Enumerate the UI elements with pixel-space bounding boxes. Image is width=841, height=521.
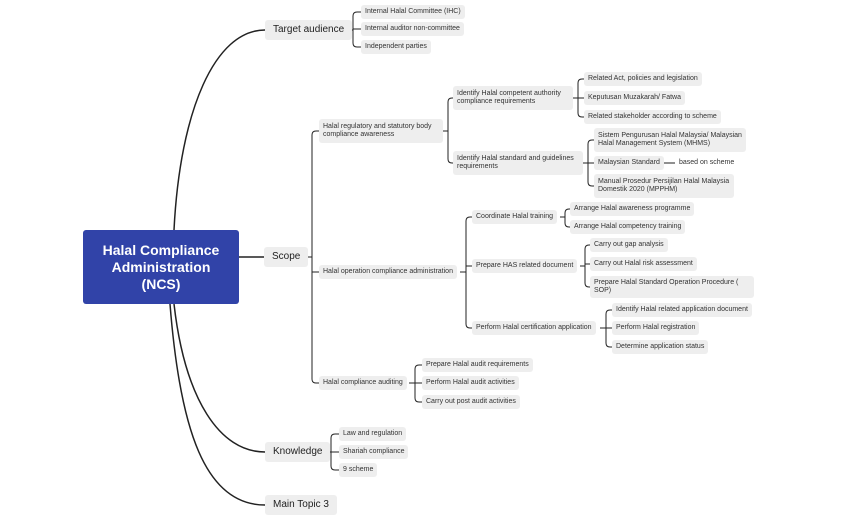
connector-standard-branch-2 [587,163,594,187]
subtopic-halal-registration[interactable]: Perform Halal registration [612,321,700,335]
connector-central-target [173,29,266,231]
subtopic-gap-analysis[interactable]: Carry out gap analysis [590,238,668,252]
subtopic-application-document[interactable]: Identify Halal related application docum… [612,303,752,317]
topic-knowledge[interactable]: Knowledge [265,442,331,462]
subtopic-risk-assessment[interactable]: Carry out Halal risk assessment [590,257,697,271]
subtopic-audit-activities[interactable]: Perform Halal audit activities [422,376,519,390]
subtopic-law-regulation[interactable]: Law and regulation [339,427,407,441]
topic-target-audience[interactable]: Target audience [265,20,353,40]
subtopic-compliance-auditing[interactable]: Halal compliance auditing [319,376,407,390]
connector-central-main3 [169,303,266,506]
subtopic-authority-requirements[interactable]: Identify Halal competent authority compl… [453,86,573,110]
connector-central-knowledge [173,303,266,453]
subtopic-operation-administration[interactable]: Halal operation compliance administratio… [319,265,457,279]
connector-target-branch-2 [352,30,361,48]
subtopic-mhms[interactable]: Sistem Pengurusan Halal Malaysia/ Malays… [594,128,746,152]
subtopic-internal-auditor[interactable]: Internal auditor non-committee [361,22,464,36]
connector-scope-branch-0 [311,130,319,257]
subtopic-prepare-has[interactable]: Prepare HAS related document [472,259,578,273]
connector-target-branch-0 [352,11,361,30]
subtopic-related-act[interactable]: Related Act, policies and legislation [584,72,702,86]
connector-cert-branch-0 [605,309,612,328]
subtopic-certification-application[interactable]: Perform Halal certification application [472,321,596,335]
topic-label: Target audience [273,24,345,35]
connector-auditing-branch-2 [414,383,422,403]
connector-knowledge-branch-2 [330,452,339,471]
subtopic-shariah-compliance[interactable]: Shariah compliance [339,445,409,459]
connector-training-branch-1 [564,217,570,228]
topic-label: Scope [272,251,301,262]
connector-regulatory-branch-0 [447,97,453,131]
connector-authority-branch-2 [577,98,584,118]
note-based-on-scheme: based on scheme [679,159,735,166]
connector-has-branch-0 [584,244,590,266]
subtopic-competency-training[interactable]: Arrange Halal competency training [570,220,686,234]
connector-scope-branch-2 [311,257,319,384]
connector-has-branch-2 [584,266,590,288]
subtopic-standard-requirements[interactable]: Identify Halal standard and guidelines r… [453,151,583,175]
subtopic-post-audit-activities[interactable]: Carry out post audit activities [422,395,520,409]
topic-scope[interactable]: Scope [264,247,309,267]
subtopic-application-status[interactable]: Determine application status [612,340,709,354]
connector-knowledge-branch-0 [330,433,339,452]
topic-label: Main Topic 3 [273,499,329,510]
subtopic-coordinate-training[interactable]: Coordinate Halal training [472,210,558,224]
subtopic-malaysian-standard[interactable]: Malaysian Standard [594,156,664,170]
connector-authority-branch-0 [577,78,584,98]
topic-label: Knowledge [273,446,323,457]
subtopic-related-stakeholder[interactable]: Related stakeholder according to scheme [584,110,721,124]
connector-training-branch-0 [564,208,570,217]
connector-operation-branch-0 [465,216,472,272]
subtopic-keputusan-muzakarah[interactable]: Keputusan Muzakarah/ Fatwa [584,91,685,105]
connector-cert-branch-2 [605,328,612,348]
subtopic-audit-requirements[interactable]: Prepare Halal audit requirements [422,358,533,372]
subtopic-ihc[interactable]: Internal Halal Committee (IHC) [361,5,465,19]
subtopic-mpphm[interactable]: Manual Prosedur Persijilan Halal Malaysi… [594,174,734,198]
subtopic-9-scheme[interactable]: 9 scheme [339,463,378,477]
connector-regulatory-branch-1 [447,131,453,164]
connector-auditing-branch-0 [414,364,422,383]
subtopic-regulatory-awareness[interactable]: Halal regulatory and statutory body comp… [319,119,443,143]
connector-standard-branch-0 [587,139,594,163]
topic-main-topic-3[interactable]: Main Topic 3 [265,495,337,515]
connector-operation-branch-2 [465,272,472,329]
subtopic-awareness-programme[interactable]: Arrange Halal awareness programme [570,202,695,216]
central-topic-label: Halal Compliance Administration (NCS) [102,241,220,292]
central-topic[interactable]: Halal Compliance Administration (NCS) [83,230,239,304]
subtopic-independent-parties[interactable]: Independent parties [361,40,431,54]
subtopic-prepare-sop[interactable]: Prepare Halal Standard Operation Procedu… [590,276,754,298]
